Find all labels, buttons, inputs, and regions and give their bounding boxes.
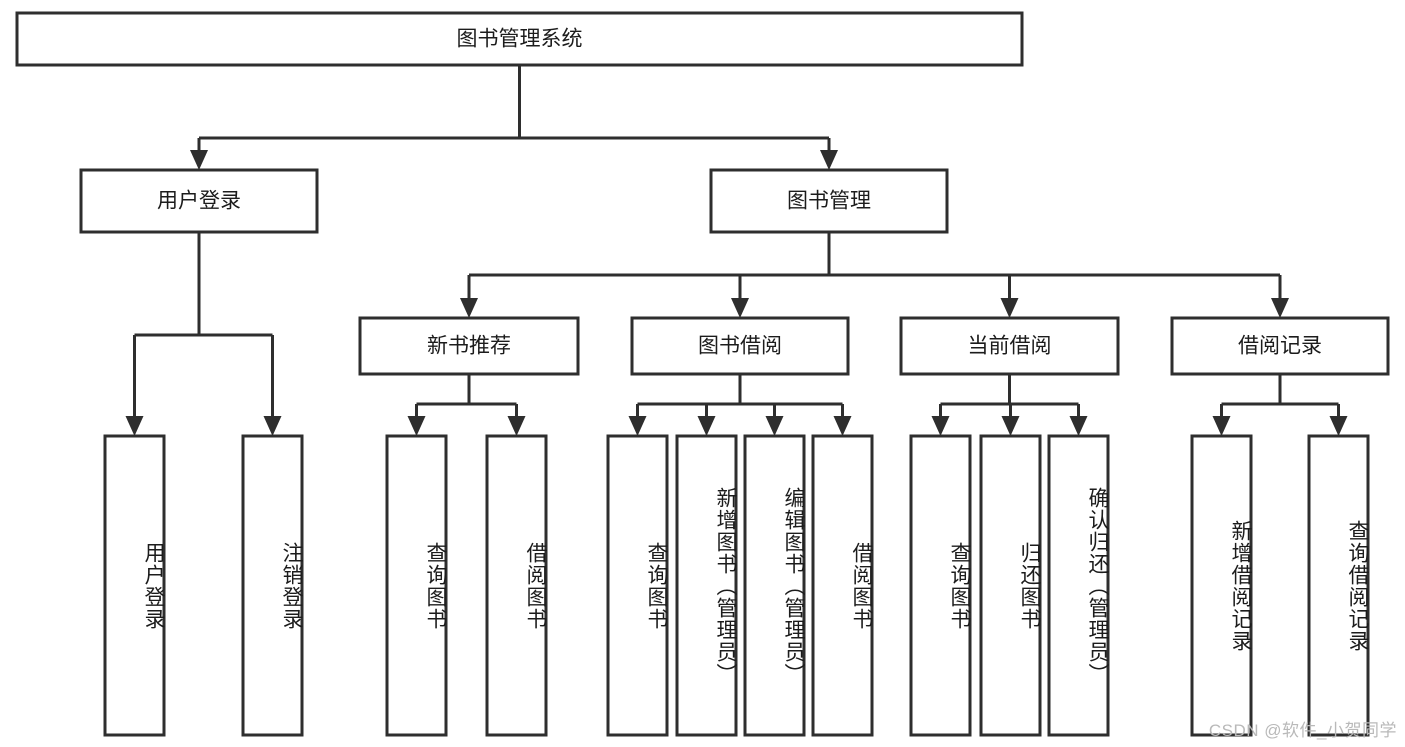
node-user-login[interactable] xyxy=(79,168,319,234)
arrow-head-new-book-recommend xyxy=(460,298,478,318)
node-box-leaf-add-book[interactable] xyxy=(675,434,738,737)
node-new-book-recommend[interactable] xyxy=(358,316,580,376)
node-label-current-borrow: 当前借阅 xyxy=(968,335,1052,358)
node-label-book-manage: 图书管理 xyxy=(787,190,871,213)
node-box-current-borrow[interactable] xyxy=(899,316,1120,376)
arrow-head-leaf-return-book xyxy=(1001,416,1020,436)
node-box-leaf-borrow-book-2[interactable] xyxy=(811,434,874,737)
node-leaf-edit-book[interactable] xyxy=(743,434,806,737)
arrow-head-leaf-query-record xyxy=(1329,416,1348,436)
connector-layer xyxy=(125,65,1348,436)
arrow-head-leaf-borrow-book-1 xyxy=(507,416,526,436)
arrow-head-leaf-query-book-1 xyxy=(407,416,426,436)
arrow-head-leaf-borrow-book-2 xyxy=(833,416,852,436)
node-leaf-add-record[interactable] xyxy=(1190,434,1253,737)
node-box-leaf-user-login[interactable] xyxy=(103,434,166,737)
node-box-book-borrow[interactable] xyxy=(630,316,850,376)
node-leaf-query-record[interactable] xyxy=(1307,434,1370,737)
node-label-new-book-recommend: 新书推荐 xyxy=(427,335,511,358)
node-leaf-query-book-1[interactable] xyxy=(385,434,448,737)
arrow-head-leaf-user-login xyxy=(125,416,144,436)
arrow-head-leaf-confirm-return xyxy=(1069,416,1088,436)
node-box-book-manage[interactable] xyxy=(709,168,949,234)
node-box-leaf-user-logout[interactable] xyxy=(241,434,304,737)
arrow-head-user-login xyxy=(190,150,208,170)
node-box-leaf-borrow-book-1[interactable] xyxy=(485,434,548,737)
watermark-text: CSDN @软件_小贺同学 xyxy=(1208,721,1397,740)
node-leaf-confirm-return[interactable] xyxy=(1047,434,1110,737)
node-box-leaf-query-book-3[interactable] xyxy=(909,434,972,737)
node-leaf-user-login[interactable] xyxy=(103,434,166,737)
arrow-head-borrow-record xyxy=(1271,298,1289,318)
arrow-head-leaf-user-logout xyxy=(263,416,282,436)
node-label-root: 图书管理系统 xyxy=(457,28,583,51)
node-book-manage[interactable] xyxy=(709,168,949,234)
node-box-user-login[interactable] xyxy=(79,168,319,234)
node-label-book-borrow: 图书借阅 xyxy=(698,335,782,358)
node-box-leaf-query-record[interactable] xyxy=(1307,434,1370,737)
node-current-borrow[interactable] xyxy=(899,316,1120,376)
node-leaf-add-book[interactable] xyxy=(675,434,738,737)
node-label-user-login: 用户登录 xyxy=(157,190,241,213)
node-leaf-return-book[interactable] xyxy=(979,434,1042,737)
node-leaf-query-book-2[interactable] xyxy=(606,434,669,737)
node-borrow-record[interactable] xyxy=(1170,316,1390,376)
node-leaf-borrow-book-1[interactable] xyxy=(485,434,548,737)
arrow-head-leaf-query-book-2 xyxy=(628,416,647,436)
arrow-head-book-borrow xyxy=(731,298,749,318)
arrow-head-current-borrow xyxy=(1000,298,1019,318)
node-box-leaf-query-book-2[interactable] xyxy=(606,434,669,737)
node-box-root[interactable] xyxy=(15,11,1024,67)
node-leaf-user-logout[interactable] xyxy=(241,434,304,737)
node-box-leaf-return-book[interactable] xyxy=(979,434,1042,737)
node-box-leaf-edit-book[interactable] xyxy=(743,434,806,737)
node-root[interactable] xyxy=(15,11,1024,67)
node-label-borrow-record: 借阅记录 xyxy=(1238,335,1322,358)
node-box-leaf-query-book-1[interactable] xyxy=(385,434,448,737)
node-leaf-borrow-book-2[interactable] xyxy=(811,434,874,737)
arrow-head-leaf-add-record xyxy=(1212,416,1231,436)
arrow-head-leaf-query-book-3 xyxy=(931,416,950,436)
arrow-head-book-manage xyxy=(820,150,838,170)
node-leaf-query-book-3[interactable] xyxy=(909,434,972,737)
node-box-borrow-record[interactable] xyxy=(1170,316,1390,376)
node-box-leaf-confirm-return[interactable] xyxy=(1047,434,1110,737)
node-box-new-book-recommend[interactable] xyxy=(358,316,580,376)
node-book-borrow[interactable] xyxy=(630,316,850,376)
arrow-head-leaf-add-book xyxy=(697,416,716,436)
arrow-head-leaf-edit-book xyxy=(765,416,784,436)
node-box-leaf-add-record[interactable] xyxy=(1190,434,1253,737)
